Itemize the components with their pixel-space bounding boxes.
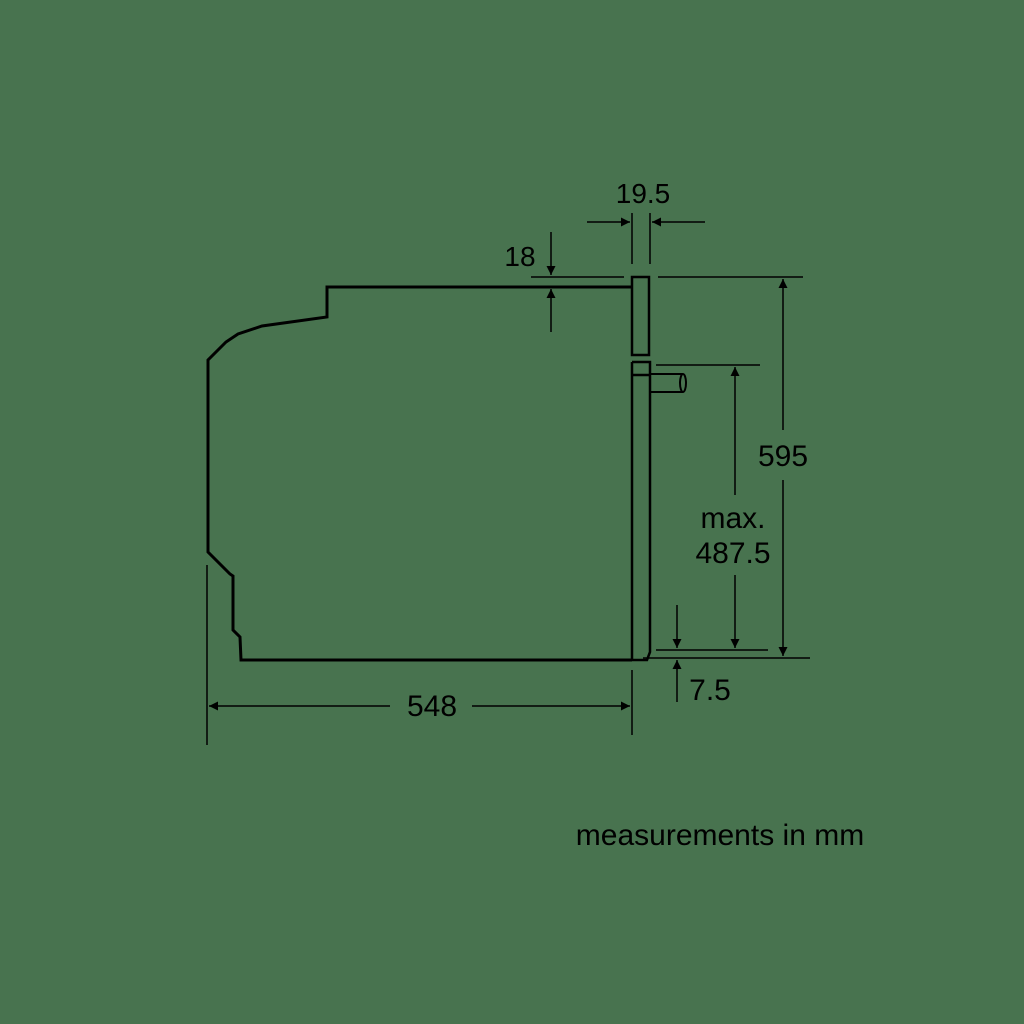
door-handle — [650, 373, 687, 393]
total-height-label: 595 — [758, 440, 808, 473]
panel-thickness-label: 19.5 — [616, 178, 671, 209]
max-label: max. — [700, 502, 765, 535]
bottom-offset-label: 7.5 — [689, 674, 731, 707]
max-height-label: 487.5 — [695, 537, 770, 570]
oven-body-outline — [206, 285, 632, 662]
top-offset-label: 18 — [504, 241, 535, 272]
oven-front-panel — [630, 275, 652, 662]
depth-label: 548 — [407, 690, 457, 723]
units-note: measurements in mm — [576, 819, 864, 852]
extension-lines — [206, 213, 810, 745]
